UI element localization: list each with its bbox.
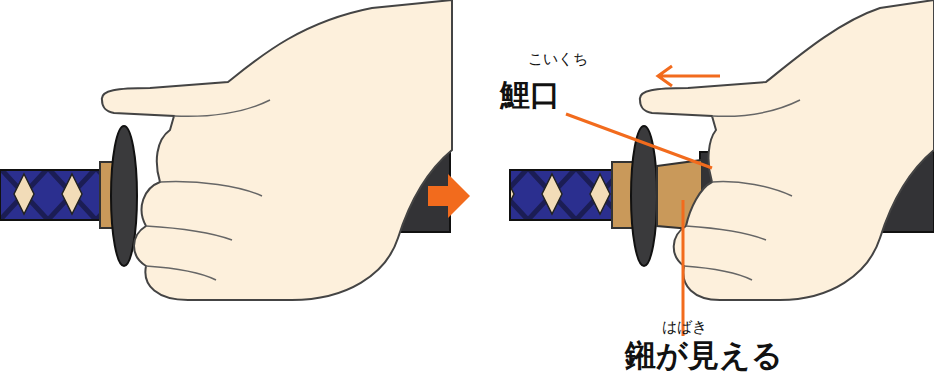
transition-arrow bbox=[428, 174, 470, 218]
furigana: はばき bbox=[662, 320, 707, 335]
leader-line bbox=[682, 200, 685, 336]
left-hand bbox=[102, 0, 452, 300]
part-name: 鯉口 bbox=[500, 80, 560, 110]
leader-line bbox=[566, 114, 712, 168]
motion-arrow bbox=[658, 66, 720, 86]
furigana: こいくち bbox=[528, 52, 588, 67]
part-name: 鎺が見える bbox=[625, 340, 783, 371]
